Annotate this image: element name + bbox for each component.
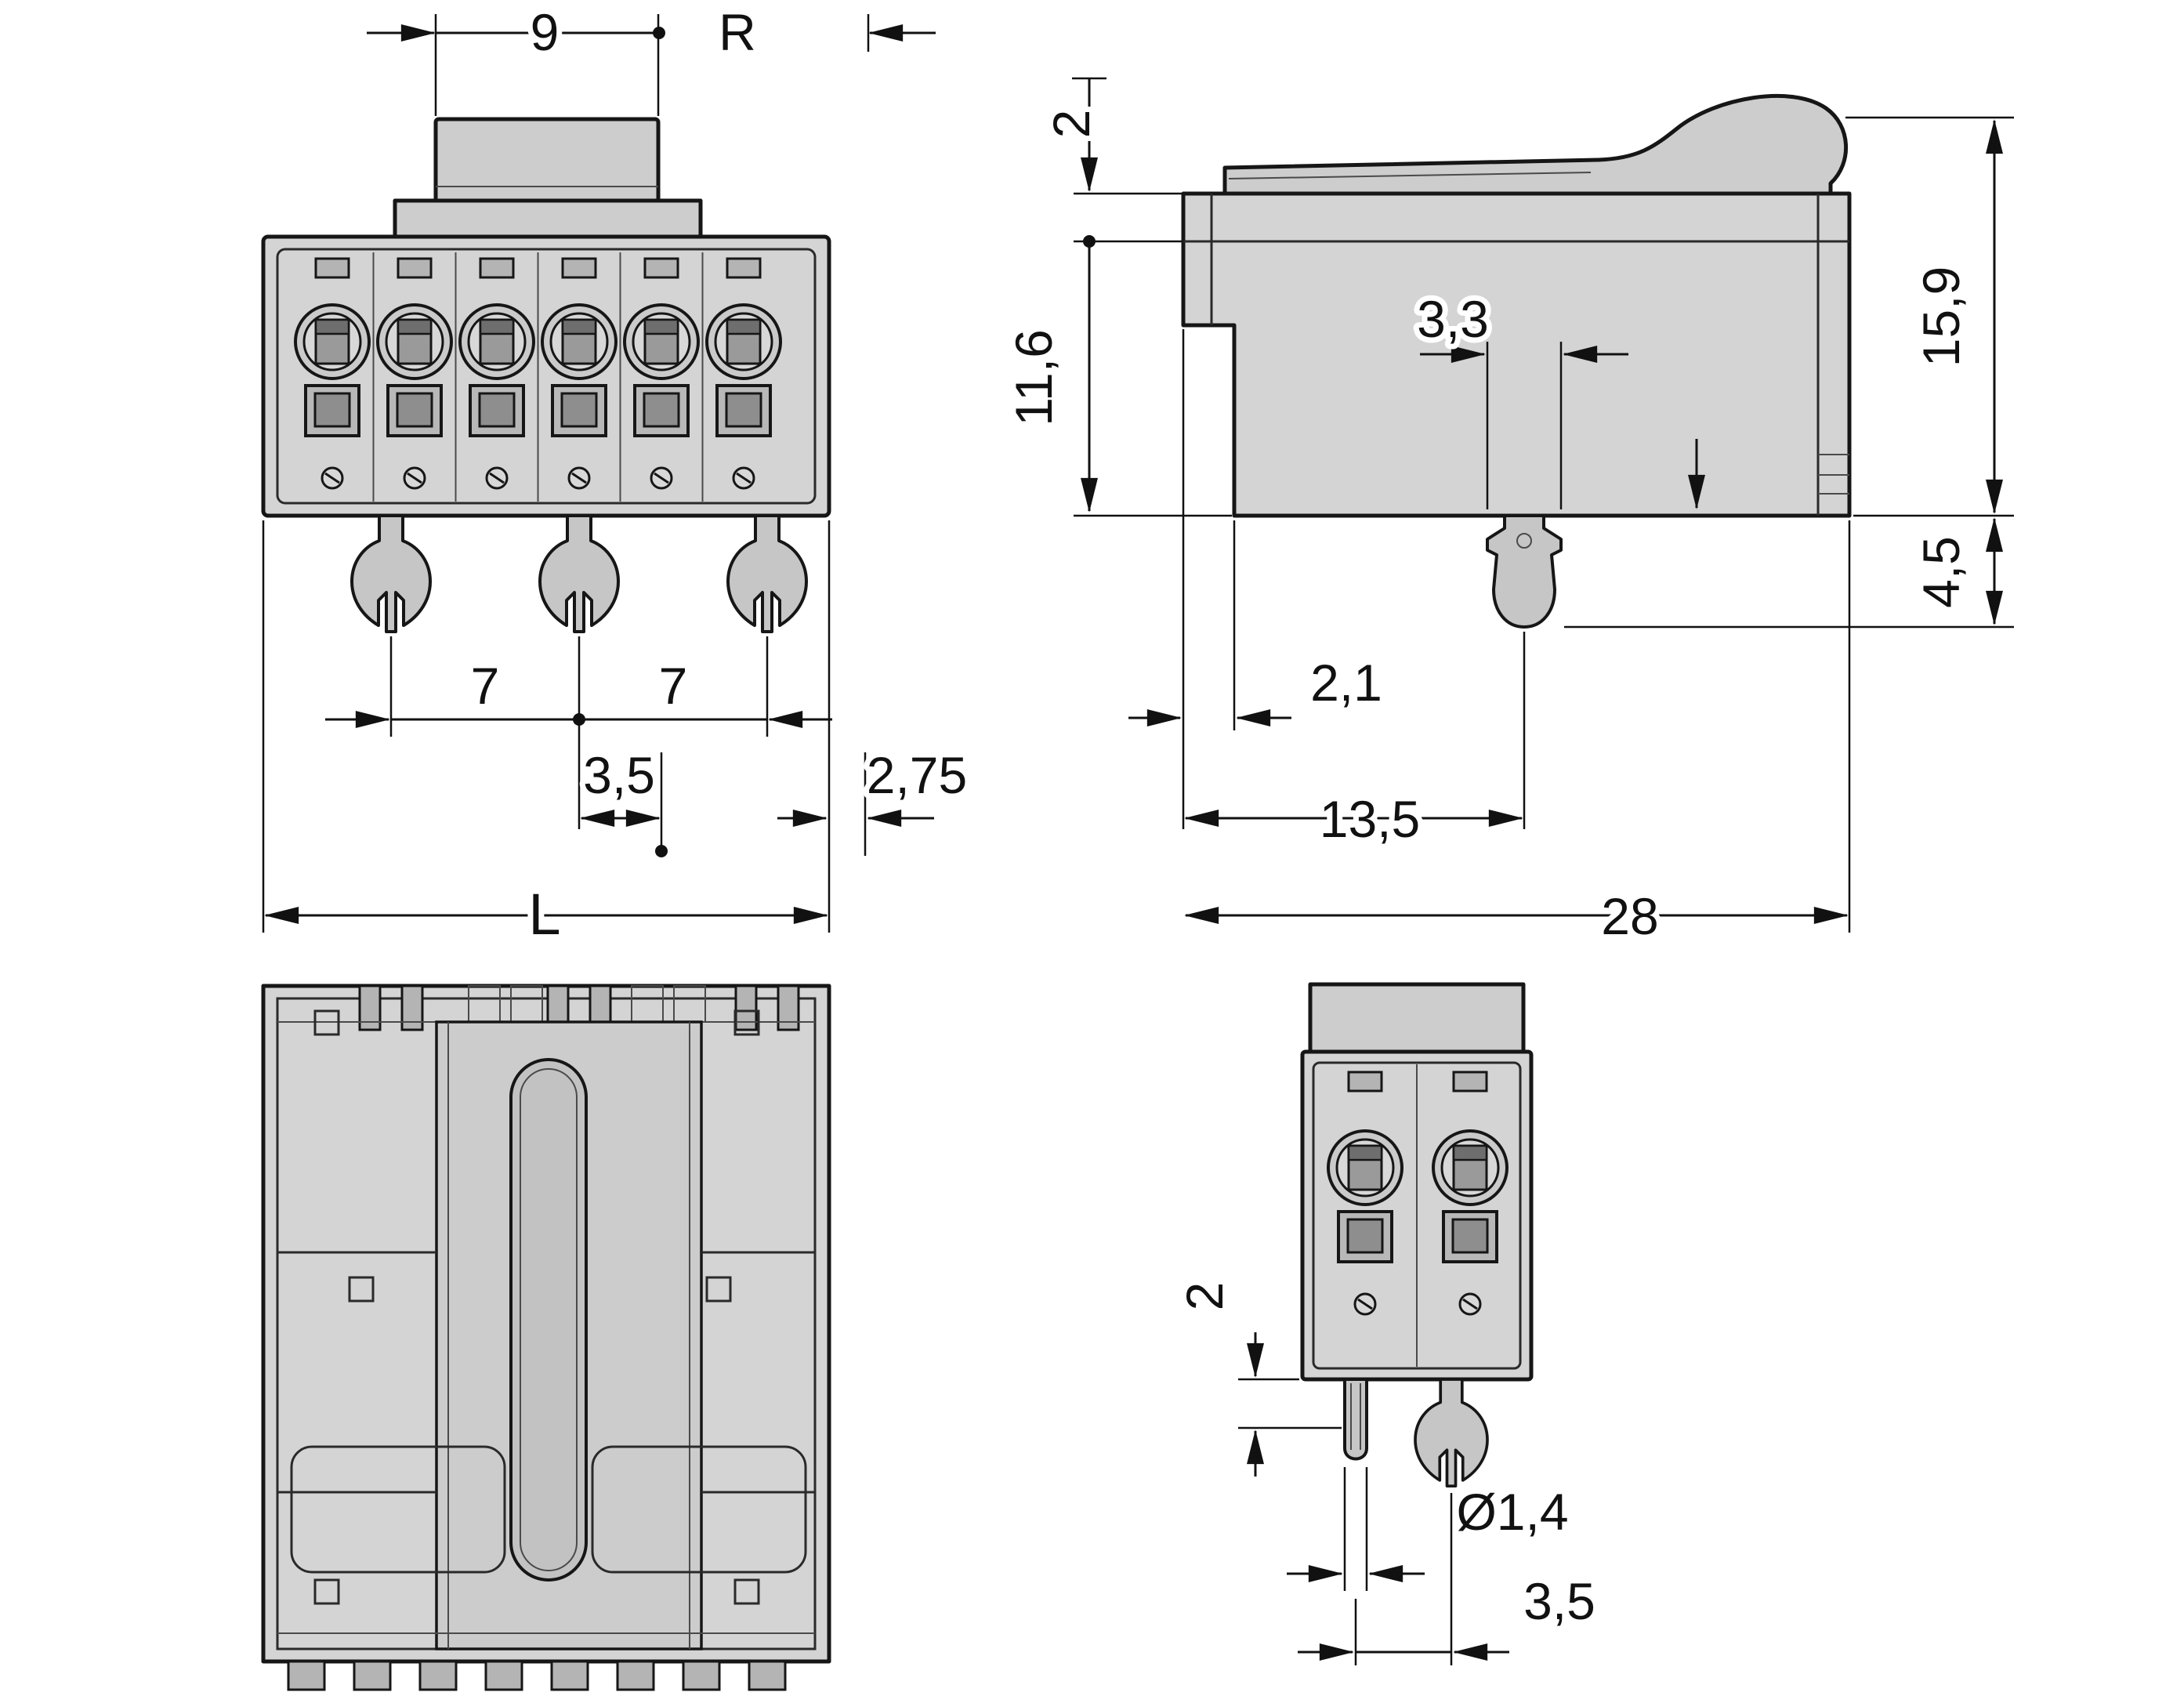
dim-end-peg-step: 2: [1175, 1282, 1233, 1311]
dim-front-pitch-left: 7: [471, 657, 500, 715]
dim-front-length: L: [528, 882, 560, 947]
front-view: 9 R 7 7 3,5 2,75 L: [261, 0, 972, 952]
dim-side-lever-gap: 2: [1042, 110, 1100, 139]
dim-end-peg-spacing: 3,5: [1523, 1572, 1595, 1630]
marking-field-right: [591, 1445, 807, 1574]
locking-lever: [1222, 94, 1848, 196]
dim-side-peg-length: 4,5: [1912, 536, 1970, 608]
side-body: [1181, 191, 1852, 518]
plug-tab: [433, 117, 661, 205]
dim-side-total-height: 15,9: [1912, 266, 1970, 367]
dim-side-peg-position: 13,5: [1320, 790, 1420, 848]
marking-field-left: [290, 1445, 506, 1574]
dim-front-ref-r: R: [719, 3, 756, 61]
dim-front-tab-width: 9: [531, 3, 560, 61]
dim-side-body-height: 11,6: [1005, 329, 1063, 426]
side-snap-peg: [1486, 514, 1563, 629]
end-view: 2 Ø1,4 3,5: [1170, 982, 1601, 1665]
side-view: 2 11,6 3,3 15,9 4,5 2,1 13,5 28: [999, 77, 2014, 951]
dim-end-peg-diameter: Ø1,4: [1456, 1483, 1568, 1541]
dim-front-offset-2-75: 2,75: [867, 746, 967, 804]
locating-peg: [1343, 1378, 1368, 1461]
dim-front-offset-3-5: 3,5: [583, 746, 655, 804]
center-slot: [509, 1058, 588, 1582]
dim-side-step: 2,1: [1310, 654, 1382, 712]
dim-side-depth: 28: [1601, 887, 1658, 945]
dim-side-peg-width: 3,3: [1417, 290, 1489, 348]
end-plug-tab: [1308, 982, 1526, 1054]
plug-shoulder: [393, 198, 703, 241]
bottom-view: [261, 984, 831, 1691]
dim-front-pitch-right: 7: [659, 657, 688, 715]
